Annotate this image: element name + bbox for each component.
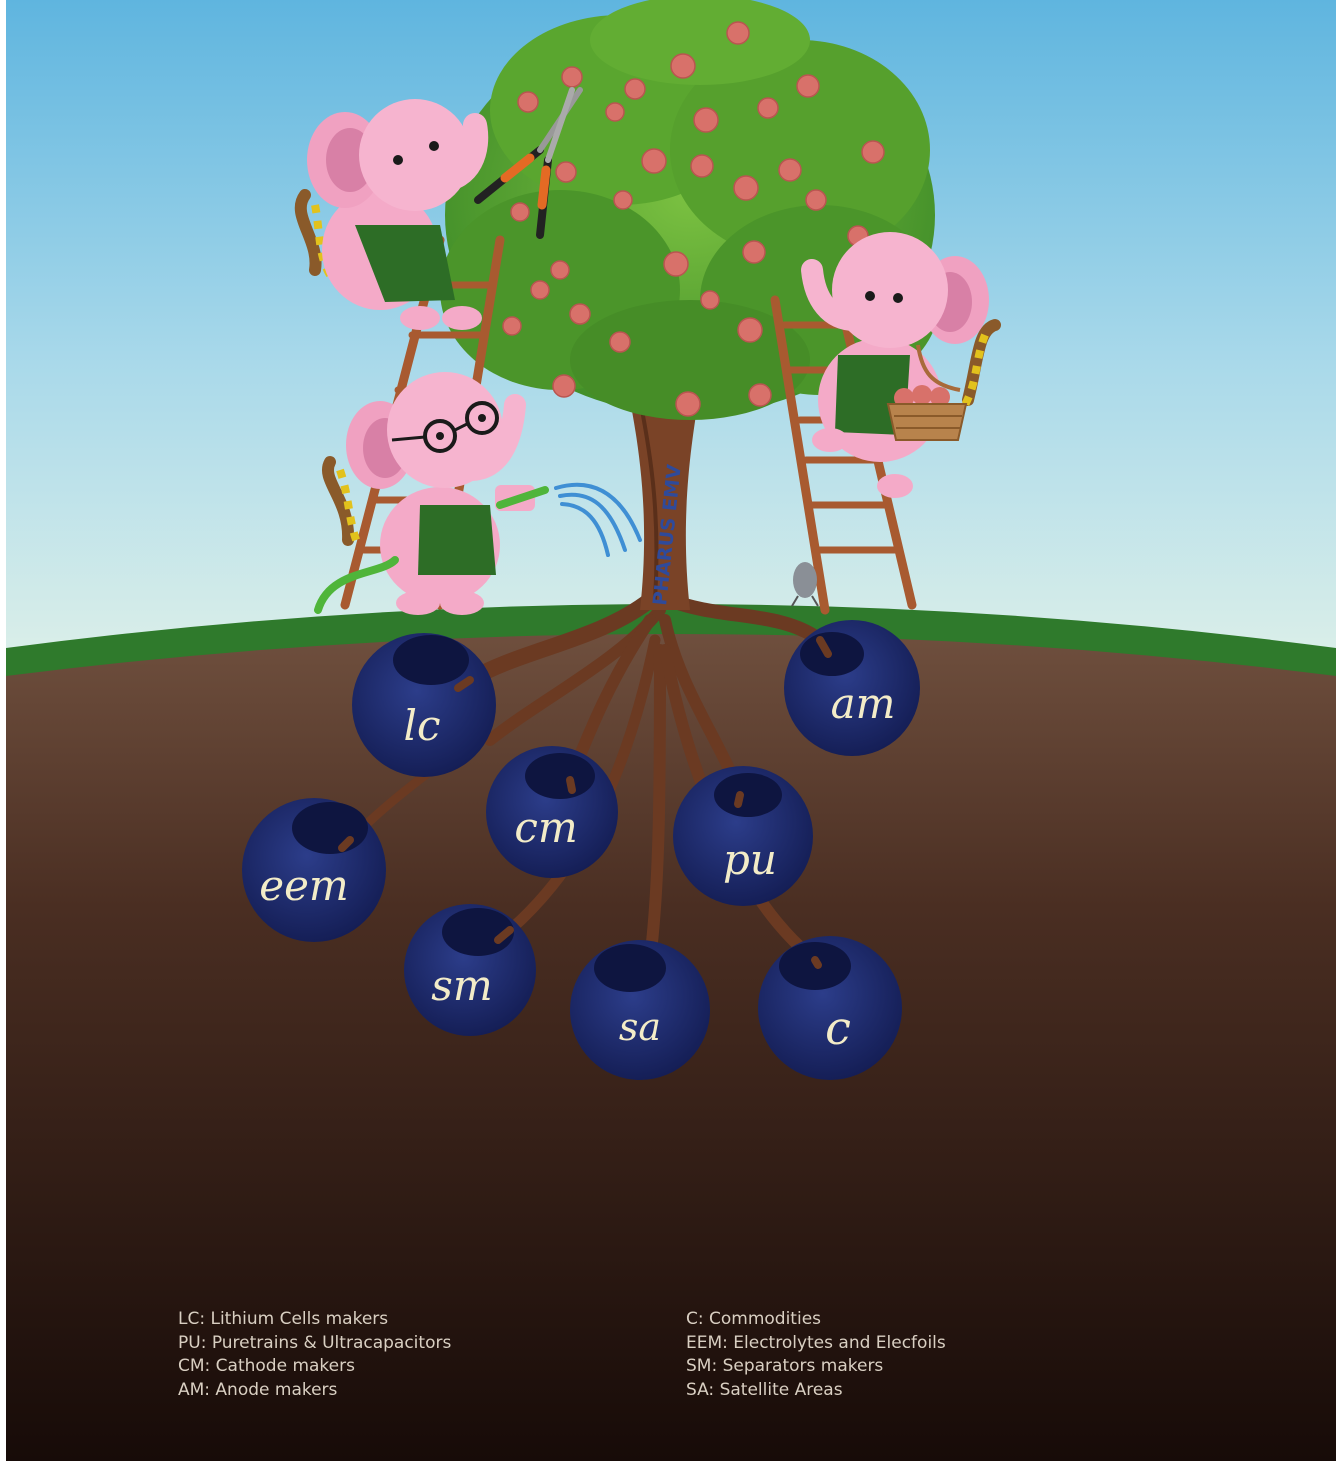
pot-eem: eem — [242, 798, 386, 942]
bird — [791, 562, 819, 607]
pot-label-sm: sm — [431, 961, 492, 1010]
fruit-basket — [886, 344, 968, 441]
root-tips — [338, 636, 832, 969]
grass-hill — [6, 604, 1336, 676]
pot-label-lc: lc — [404, 701, 441, 750]
pot-sm: sm — [404, 904, 536, 1036]
legend-item-sm: SM: Separators makers — [686, 1356, 884, 1376]
pot-label-pu: pu — [723, 835, 777, 884]
pot-label-sa: sa — [619, 1005, 661, 1049]
pot-cm: cm — [486, 746, 618, 878]
elephant-gardener — [322, 372, 535, 615]
pot-c: c — [758, 936, 902, 1080]
pruning-shears — [474, 87, 583, 239]
fruits — [502, 21, 885, 417]
legend-right: C: Commodities EEM: Electrolytes and Ele… — [686, 1308, 946, 1402]
legend-item-eem: EEM: Electrolytes and Elecfoils — [686, 1332, 946, 1353]
pot-label-c: c — [825, 1001, 851, 1055]
elephant-pruner — [294, 99, 489, 330]
pot-sa: sa — [570, 940, 710, 1080]
legend-item-pu: PU: Puretrains & Ultracapacitors — [178, 1332, 452, 1353]
pot-label-am: am — [831, 679, 896, 728]
garden-hose — [314, 486, 549, 614]
pot-label-eem: eem — [259, 861, 349, 910]
water-spray — [554, 482, 642, 557]
pot-lc: lc — [352, 633, 496, 777]
legend-item-cm: CM: Cathode makers — [178, 1356, 355, 1376]
pot-label-cm: cm — [514, 803, 577, 852]
legend-item-lc: LC: Lithium Cells makers — [178, 1309, 389, 1329]
legend-item-c: C: Commodities — [686, 1309, 822, 1329]
legend-item-sa: SA: Satellite Areas — [686, 1379, 843, 1400]
pot-am: am — [784, 620, 920, 756]
legend-left: LC: Lithium Cells makers PU: Puretrains … — [178, 1308, 451, 1402]
pot-pu: pu — [673, 766, 813, 906]
legend-item-am: AM: Anode makers — [178, 1379, 338, 1400]
